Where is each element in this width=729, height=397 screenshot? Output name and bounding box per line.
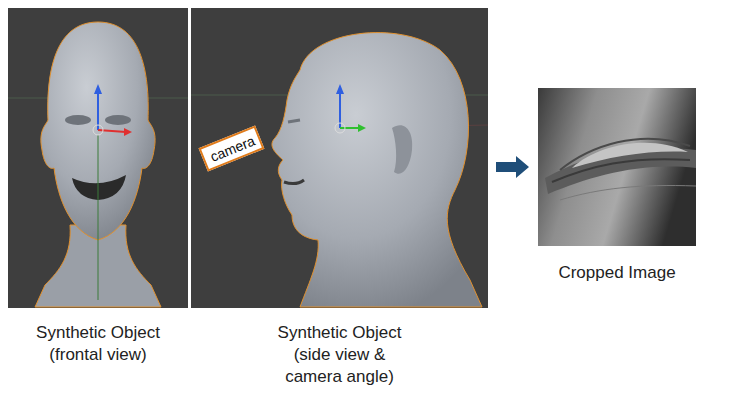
side-view-render — [191, 8, 488, 308]
image-panel: Synthetic Object (side view & camera ang… — [191, 8, 488, 308]
image-caption: Synthetic Object (side view & camera ang… — [269, 322, 411, 388]
lower-lid — [560, 186, 696, 200]
frontal-view-render — [8, 8, 188, 308]
camera-label: camera — [208, 133, 256, 166]
eyelid-line — [552, 159, 690, 182]
viewport-background — [191, 8, 488, 308]
image-caption: Cropped Image — [558, 262, 675, 284]
mouth-shape — [72, 175, 126, 200]
axis-gizmo — [124, 128, 132, 136]
flow-arrow — [496, 156, 529, 178]
mouth-shape — [284, 180, 304, 184]
axis-gizmo — [358, 124, 366, 132]
head-profile — [272, 33, 482, 307]
viewport-background — [8, 8, 188, 308]
axis-line — [98, 135, 99, 300]
eyeball-shape — [572, 143, 688, 168]
axis-gizmo — [340, 127, 360, 129]
cropped-eye-image — [538, 88, 696, 246]
image-panel: Synthetic Object (frontal view) — [8, 8, 188, 308]
image-background — [538, 88, 696, 246]
axis-gizmo — [94, 84, 102, 94]
origin-marker — [93, 125, 103, 135]
camera-label-box: camera — [199, 125, 265, 171]
axis-gizmo — [336, 84, 344, 94]
ear-shape — [392, 125, 412, 174]
image-panel: Cropped Image — [538, 88, 696, 246]
image-caption: Synthetic Object (frontal view) — [27, 322, 169, 366]
eye-shape — [288, 120, 300, 122]
eye-shape — [65, 115, 91, 125]
eye-shape — [105, 115, 131, 125]
eyelid-crease — [560, 139, 690, 170]
origin-marker — [335, 123, 345, 133]
axis-gizmo — [97, 92, 99, 130]
